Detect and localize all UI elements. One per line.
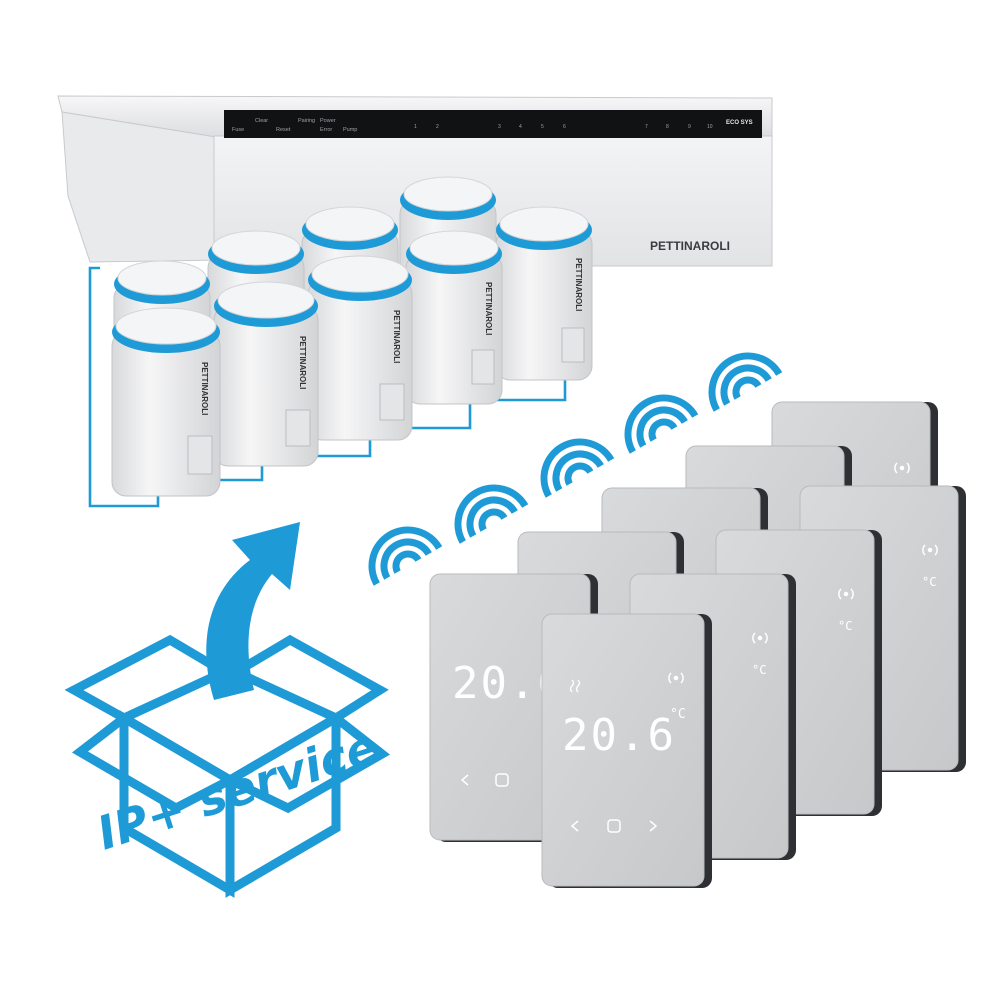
thermostat-main: 20.6 °C: [541, 613, 712, 888]
temperature-unit: °C: [838, 619, 852, 633]
actuator: PETTINAROLI: [307, 255, 413, 441]
actuator-brand: PETTINAROLI: [298, 336, 307, 389]
temperature-unit: °C: [752, 663, 766, 677]
indicator-label: Clear: [255, 118, 268, 124]
signal-icon: [838, 588, 854, 600]
indicator-label: Error: [320, 127, 332, 133]
zone-label: 4: [519, 124, 522, 130]
wifi-signal-icon: [624, 394, 699, 454]
zone-label: 6: [563, 124, 566, 130]
chevron-left-icon: [460, 774, 469, 786]
wifi-signal-icon: [540, 438, 615, 498]
zone-labels: 1 2 3 4 5 6 7 8 9 10: [414, 124, 713, 130]
zone-label: 1: [414, 124, 417, 130]
wifi-signal-icon: [368, 526, 443, 586]
actuator-brand: PETTINAROLI: [484, 282, 493, 335]
temperature-unit: °C: [922, 575, 936, 589]
wifi-signal-icon: [454, 484, 529, 544]
zone-label: 3: [498, 124, 501, 130]
indicator-strip: [224, 110, 762, 138]
controller-brand: PETTINAROLI: [650, 239, 730, 253]
heat-icon: [569, 679, 581, 693]
indicator-label: Fuse: [232, 127, 244, 133]
actuator: PETTINAROLI: [111, 307, 221, 497]
ip-service-badge: IP+ service: [64, 522, 391, 898]
temperature-display: 20.6: [562, 710, 676, 761]
zone-label: 7: [645, 124, 648, 130]
signal-icon: [922, 544, 938, 556]
open-box-icon: [64, 634, 391, 898]
wifi-signal-icon: [708, 352, 783, 412]
actuator-brand: PETTINAROLI: [574, 258, 583, 311]
actuators: PETTINAROLI PETTINAROLI PETTINAROLI PETT…: [111, 176, 593, 497]
arrow-out-icon: [206, 522, 300, 700]
temperature-unit: °C: [670, 707, 686, 722]
zone-label: 10: [707, 124, 713, 130]
chevron-right-icon: [649, 820, 658, 832]
home-icon: [495, 773, 509, 787]
thermostats: °C °C °C 20.6: [429, 401, 966, 888]
signal-icon: [752, 632, 768, 644]
zone-label: 2: [436, 124, 439, 130]
indicator-label: Pairing: [298, 118, 315, 124]
actuator: PETTINAROLI: [405, 230, 503, 405]
wireless-signals: [368, 352, 783, 586]
zone-label: 5: [541, 124, 544, 130]
indicator-labels: Fuse Clear Reset Pairing Power Error Pum…: [232, 118, 357, 133]
actuator: PETTINAROLI: [213, 281, 319, 467]
actuator-brand: PETTINAROLI: [392, 310, 401, 363]
indicator-label: Pump: [343, 127, 357, 133]
home-icon: [607, 819, 621, 833]
signal-icon: [894, 462, 910, 474]
actuator-brand: PETTINAROLI: [200, 362, 209, 415]
signal-icon: [668, 672, 684, 684]
chevron-left-icon: [570, 820, 579, 832]
zone-label: 8: [666, 124, 669, 130]
indicator-label: Power: [320, 118, 336, 124]
eco-sys-badge: ECO SYS: [726, 120, 753, 126]
indicator-label: Reset: [276, 127, 291, 133]
actuator: PETTINAROLI: [495, 206, 593, 381]
zone-label: 9: [688, 124, 691, 130]
